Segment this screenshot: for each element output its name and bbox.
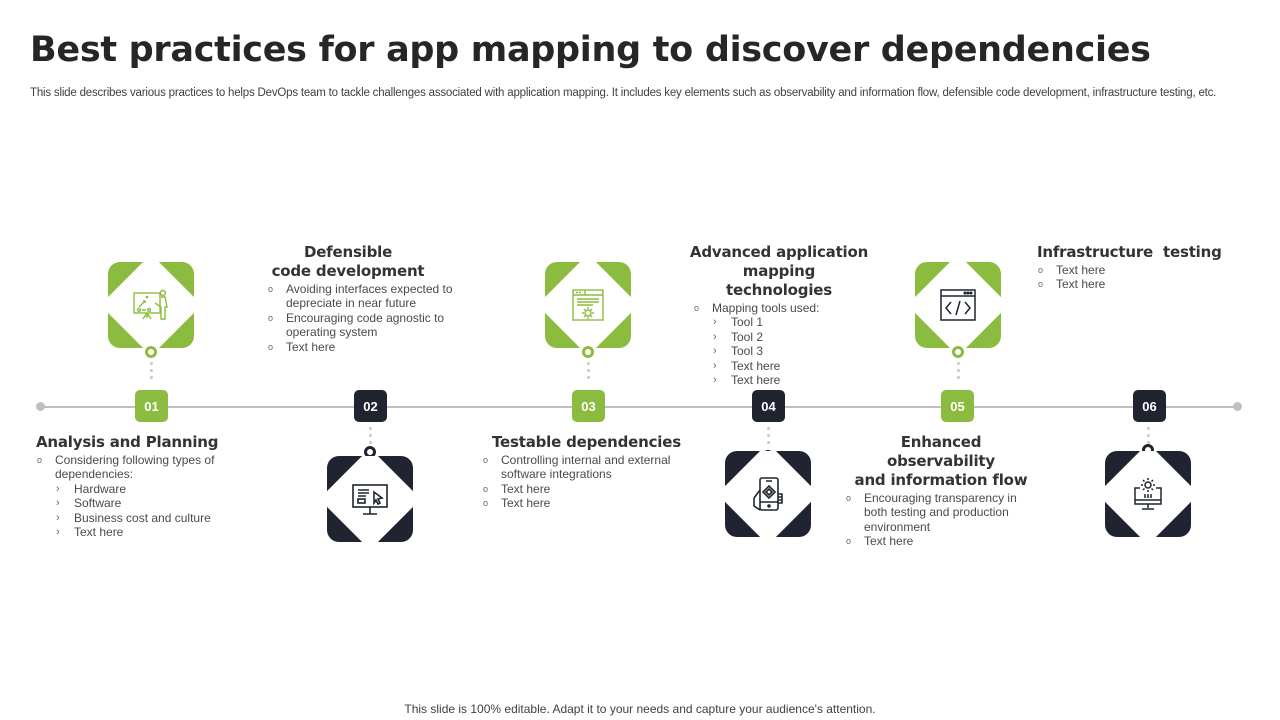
step-03-text-block: Testable dependencies Controlling intern… bbox=[482, 433, 702, 511]
step-06-connector-dots bbox=[1147, 427, 1150, 448]
step-04-connector-dots bbox=[767, 427, 770, 448]
step-03-bullets: Controlling internal and external softwa… bbox=[482, 453, 702, 511]
sub-bullet-item: Business cost and culture bbox=[36, 511, 256, 526]
step-03-connector-dots bbox=[587, 362, 590, 383]
step-05-bullets: Encouraging transparency in both testing… bbox=[845, 491, 1035, 549]
step-06-icon-tile bbox=[1105, 451, 1191, 537]
sub-bullet-item: Text here bbox=[693, 373, 888, 388]
step-02-icon-tile bbox=[327, 456, 413, 542]
step-04-icon-tile bbox=[725, 451, 811, 537]
step-01-bullets: Considering following types of dependenc… bbox=[36, 453, 256, 540]
step-05-icon-tile bbox=[915, 262, 1001, 348]
monitor-gear-icon bbox=[1134, 478, 1162, 510]
step-01-number-badge: 01 bbox=[135, 390, 168, 422]
bullet-item: Text here bbox=[845, 534, 1035, 549]
bullet-item: Text here bbox=[482, 482, 702, 497]
timeline-end-dot bbox=[1233, 402, 1242, 411]
bullet-item: Text here bbox=[1037, 263, 1247, 278]
step-04-text-block: Advanced application mapping technologie… bbox=[688, 243, 888, 388]
step-03-title: Testable dependencies bbox=[492, 433, 681, 451]
bullet-item: Text here bbox=[267, 340, 468, 355]
slide-footer: This slide is 100% editable. Adapt it to… bbox=[404, 702, 876, 716]
step-06-title: Infrastructure testing bbox=[1037, 243, 1222, 261]
monitor-cursor-icon bbox=[352, 484, 388, 515]
step-01-connector-dots bbox=[150, 362, 153, 383]
bullet-item: Encouraging code agnostic to operating s… bbox=[267, 311, 468, 340]
step-02-text-block: Defensible code development Avoiding int… bbox=[258, 243, 468, 354]
bullet-item: Considering following types of dependenc… bbox=[36, 453, 256, 482]
step-01-text-block: Analysis and Planning Considering follow… bbox=[36, 433, 256, 540]
step-02-bullets: Avoiding interfaces expected to deprecia… bbox=[267, 282, 468, 354]
step-06-bullets: Text here Text here bbox=[1037, 263, 1247, 292]
step-05-text-block: Enhanced observability and information f… bbox=[845, 433, 1045, 549]
step-05-number-badge: 05 bbox=[941, 390, 974, 422]
strategy-board-icon bbox=[133, 289, 168, 320]
sub-bullet-item: Hardware bbox=[36, 482, 256, 497]
bullet-item: Text here bbox=[482, 496, 702, 511]
bullet-item: Controlling internal and external softwa… bbox=[482, 453, 702, 482]
slide-title: Best practices for app mapping to discov… bbox=[30, 30, 1151, 70]
timeline-line bbox=[40, 406, 1238, 408]
step-02-connector-dots bbox=[369, 427, 372, 448]
step-02-title: Defensible code development bbox=[271, 243, 425, 280]
step-06-text-block: Infrastructure testing Text here Text he… bbox=[1037, 243, 1247, 292]
browser-gear-icon bbox=[572, 289, 604, 321]
step-01-title: Analysis and Planning bbox=[36, 433, 219, 451]
step-01-icon-tile bbox=[108, 262, 194, 348]
step-03-connector-ring bbox=[582, 346, 594, 358]
step-03-icon-tile bbox=[545, 262, 631, 348]
sub-bullet-item: Software bbox=[36, 496, 256, 511]
bullet-item: Mapping tools used: bbox=[693, 301, 888, 316]
step-04-number-badge: 04 bbox=[752, 390, 785, 422]
step-02-number-badge: 02 bbox=[354, 390, 387, 422]
step-06-number-badge: 06 bbox=[1133, 390, 1166, 422]
bullet-item: Encouraging transparency in both testing… bbox=[845, 491, 1035, 534]
sub-bullet-item: Text here bbox=[36, 525, 256, 540]
slide-subtitle: This slide describes various practices t… bbox=[30, 87, 1217, 99]
step-01-connector-ring bbox=[145, 346, 157, 358]
sub-bullet-item: Tool 3 bbox=[693, 344, 888, 359]
sub-bullet-item: Tool 2 bbox=[693, 330, 888, 345]
mobile-hand-icon bbox=[753, 477, 783, 511]
step-05-connector-dots bbox=[957, 362, 960, 383]
step-05-title: Enhanced observability and information f… bbox=[854, 433, 1028, 489]
bullet-item: Avoiding interfaces expected to deprecia… bbox=[267, 282, 468, 311]
step-05-connector-ring bbox=[952, 346, 964, 358]
step-04-title: Advanced application mapping technologie… bbox=[689, 243, 869, 299]
sub-bullet-item: Tool 1 bbox=[693, 315, 888, 330]
bullet-item: Text here bbox=[1037, 277, 1247, 292]
sub-bullet-item: Text here bbox=[693, 359, 888, 374]
step-03-number-badge: 03 bbox=[572, 390, 605, 422]
code-window-icon bbox=[940, 289, 976, 321]
step-04-bullets: Mapping tools used: Tool 1 Tool 2 Tool 3… bbox=[693, 301, 888, 388]
timeline-start-dot bbox=[36, 402, 45, 411]
